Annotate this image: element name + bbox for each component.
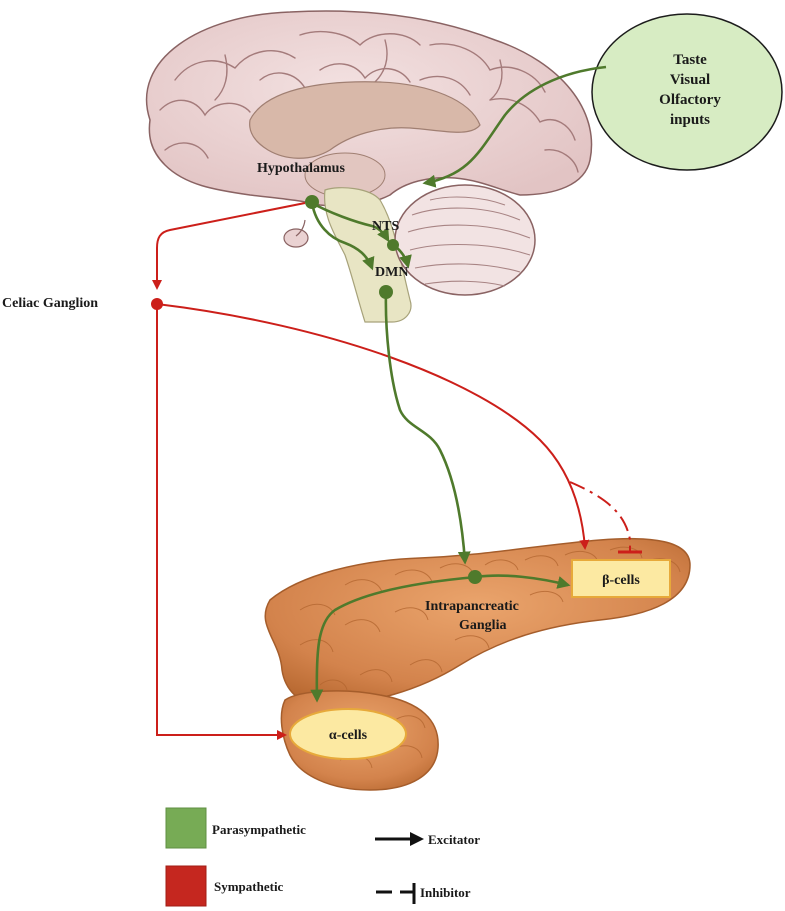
hypothalamus-to-celiac [152, 202, 306, 290]
parasympathetic-nodes [305, 195, 482, 584]
ganglia-to-beta [475, 574, 571, 589]
nts-label: NTS [372, 219, 399, 234]
pituitary [283, 228, 309, 248]
celiac-to-alpha [156, 304, 287, 740]
inhibitory-loop [569, 481, 631, 552]
ganglia-to-alpha [310, 575, 477, 703]
corpus-callosum [249, 81, 481, 159]
sensory-inputs: Taste Visual Olfactory inputs [591, 13, 783, 171]
sympathetic-pathways [152, 202, 642, 740]
legend-label-excitator: Excitator [428, 832, 480, 847]
alpha-cells-ellipse [289, 708, 407, 760]
ganglia-node [468, 570, 482, 584]
input-line-2: Visual [670, 72, 710, 88]
cerebellum [394, 184, 536, 296]
legend-label-sympathetic: Sympathetic [214, 879, 284, 894]
hypothalamus-to-nts [311, 201, 390, 243]
excitator-arrowhead-icon [410, 832, 424, 846]
beta-cells-label: β-cells [602, 573, 640, 588]
alpha-cells-label: α-cells [329, 728, 368, 743]
parasympathetic-pathways [310, 65, 607, 703]
brain-gyri [159, 30, 579, 173]
legend-label-inhibitor: Inhibitor [420, 885, 471, 900]
dmn-label: DMN [375, 265, 408, 280]
dmn-to-ganglia [384, 291, 471, 565]
intrapancreatic-label-1: Intrapancreatic [425, 599, 519, 614]
inputs-to-hypothalamus [422, 65, 607, 188]
brain [145, 10, 593, 323]
hypothalamus-label: Hypothalamus [257, 161, 345, 176]
input-ellipse [591, 13, 783, 171]
intrapancreatic-label-2: Ganglia [459, 618, 506, 633]
celiac-to-beta [156, 303, 590, 550]
beta-cells: β-cells [571, 559, 671, 598]
celiac-ganglion-node [151, 298, 163, 310]
dmn-node [379, 285, 393, 299]
input-line-3: Olfactory [659, 92, 721, 108]
legend-label-parasympathetic: Parasympathetic [212, 822, 306, 837]
nts-node [387, 239, 399, 251]
beta-cells-box [571, 559, 671, 598]
alpha-cells: α-cells [289, 708, 407, 760]
celiac-ganglion-label: Celiac Ganglion [2, 296, 98, 311]
legend: Parasympathetic Sympathetic Excitator In… [165, 807, 480, 907]
input-line-1: Taste [673, 52, 707, 68]
input-line-4: inputs [670, 112, 710, 128]
hypothalamus-node [305, 195, 319, 209]
legend-swatch-sympathetic [165, 865, 207, 907]
hypothalamus-to-dmn [310, 202, 375, 271]
legend-swatch-parasympathetic [165, 807, 207, 849]
